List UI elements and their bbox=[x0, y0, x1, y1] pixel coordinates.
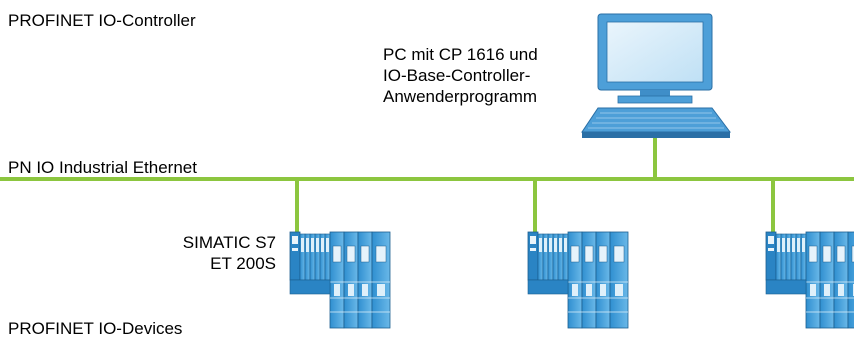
network-label: PN IO Industrial Ethernet bbox=[8, 158, 197, 177]
et200s-device-icon bbox=[527, 231, 629, 329]
et200s-device-icon bbox=[289, 231, 391, 329]
device-label: SIMATIC S7 ET 200S bbox=[160, 232, 276, 274]
pc-label-line-2: IO-Base-Controller- bbox=[383, 66, 531, 85]
pc-label-line-3: Anwenderprogramm bbox=[383, 87, 538, 106]
device-label-line-1: SIMATIC S7 bbox=[182, 233, 276, 252]
pc-workstation-icon bbox=[581, 13, 731, 138]
pc-label: PC mit CP 1616 und IO-Base-Controller- A… bbox=[383, 44, 538, 107]
et200s-device-icon bbox=[765, 231, 854, 329]
device-label-line-2: ET 200S bbox=[210, 254, 276, 273]
pc-label-line-1: PC mit CP 1616 und bbox=[383, 45, 538, 64]
controller-label: PROFINET IO-Controller bbox=[8, 11, 196, 30]
devices-label: PROFINET IO-Devices bbox=[8, 319, 183, 338]
ethernet-bus bbox=[0, 138, 854, 232]
